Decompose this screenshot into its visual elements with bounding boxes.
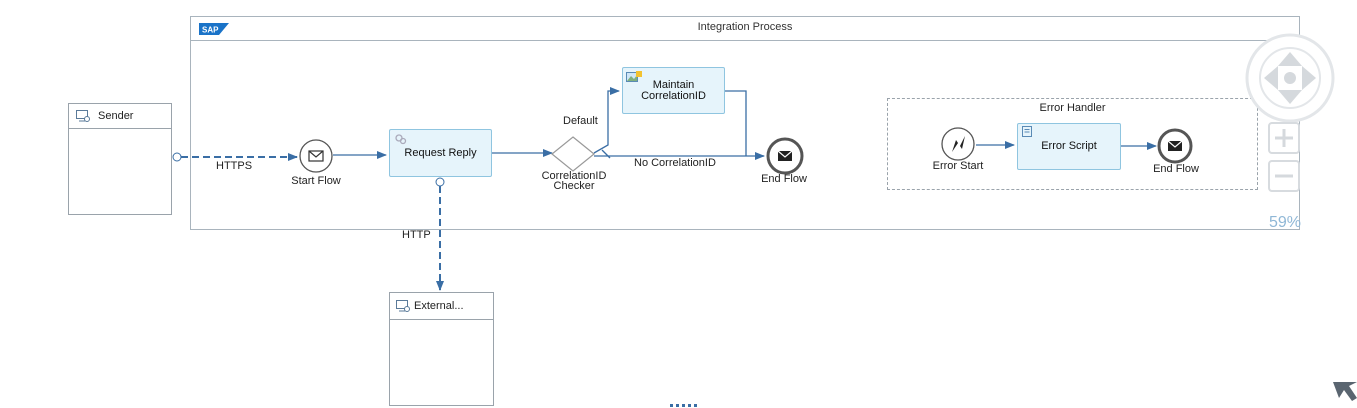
script-icon: [1022, 126, 1032, 137]
end-flow-label: End Flow: [761, 173, 807, 185]
gateway-label-line2: Checker: [553, 180, 595, 192]
start-flow-event[interactable]: [299, 139, 333, 173]
pan-down-icon[interactable]: [1278, 90, 1302, 104]
default-sequence-flow[interactable]: [593, 87, 620, 154]
error-start-label: Error Start: [932, 160, 984, 172]
envelope-filled-icon: [1167, 140, 1183, 151]
error-script-label: Error Script: [1041, 140, 1097, 152]
error-end-flow-label: End Flow: [1153, 163, 1199, 175]
gear-icon: [395, 134, 407, 145]
pan-left-icon[interactable]: [1264, 66, 1278, 90]
content-modifier-icon: [626, 71, 642, 82]
error-end-flow-event[interactable]: [1157, 128, 1193, 164]
center-icon[interactable]: [1284, 72, 1296, 84]
error-icon: [952, 136, 965, 152]
receiver-participant[interactable]: External...: [389, 292, 494, 406]
plus-icon: [1275, 129, 1293, 147]
default-flow-label: Default: [563, 115, 598, 127]
error-start-event[interactable]: [941, 127, 975, 161]
navigation-pad[interactable]: [1245, 33, 1335, 123]
gateway-label-line1: CorrelationID: [541, 170, 607, 182]
maintain-correlationid-task[interactable]: Maintain CorrelationID: [622, 67, 725, 114]
start-flow-label: Start Flow: [291, 175, 341, 187]
pan-right-icon[interactable]: [1302, 66, 1316, 90]
svg-text:SAP: SAP: [202, 26, 219, 35]
sender-label: Sender: [98, 110, 134, 122]
message-flow-origin: [435, 177, 445, 187]
envelope-filled-icon: [777, 150, 793, 161]
maintain-label-line1: Maintain: [652, 79, 695, 91]
pool-header: SAP Integration Process: [191, 17, 1299, 41]
minus-icon: [1275, 174, 1293, 178]
receiver-label: External...: [414, 300, 464, 312]
sender-participant[interactable]: Sender: [68, 103, 172, 215]
sequence-flow[interactable]: [725, 90, 747, 156]
http-flow-label: HTTP: [402, 229, 431, 241]
sap-logo-icon: SAP: [199, 23, 229, 35]
participant-icon: [76, 110, 90, 122]
pool-title: Integration Process: [697, 21, 793, 33]
participant-icon: [396, 300, 410, 312]
error-handler-subprocess[interactable]: Error Handler: [887, 98, 1258, 190]
collapse-arrow-icon[interactable]: [1333, 382, 1357, 401]
error-script-task[interactable]: Error Script: [1017, 123, 1121, 170]
resize-handle-icon[interactable]: [670, 404, 697, 407]
envelope-icon: [308, 150, 324, 162]
request-reply-task[interactable]: Request Reply: [389, 129, 492, 177]
default-flow-marker: [601, 149, 611, 159]
no-correlation-flow-label: No CorrelationID: [634, 157, 716, 169]
zoom-in-button[interactable]: [1268, 122, 1300, 154]
request-reply-label: Request Reply: [404, 147, 477, 159]
maintain-label-line2: CorrelationID: [641, 90, 706, 102]
https-flow-label: HTTPS: [216, 160, 253, 172]
end-flow-event[interactable]: [766, 137, 804, 175]
zoom-level: 59%: [1269, 214, 1302, 231]
message-flow-origin: [172, 152, 182, 162]
correlationid-checker-gateway[interactable]: [551, 136, 595, 172]
zoom-out-button[interactable]: [1268, 160, 1300, 192]
gateway-label: CorrelationID Checker: [541, 170, 607, 192]
error-handler-title: Error Handler: [1039, 102, 1106, 114]
pan-up-icon[interactable]: [1278, 52, 1302, 66]
